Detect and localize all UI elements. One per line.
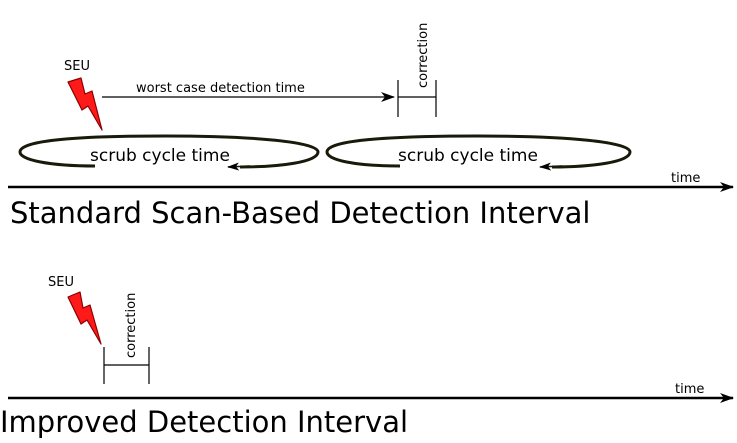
standard-seu-label: SEU (64, 59, 90, 74)
scrub-cycle-2: scrub cycle time (325, 134, 632, 171)
standard-section: SEU worst case detection time correction… (8, 23, 734, 230)
scrub-cycle-1-arrow (227, 162, 251, 171)
scrub-cycle-2-arrow (539, 162, 563, 171)
improved-seu-lightning-icon (67, 291, 102, 345)
standard-seu-lightning-icon (67, 77, 103, 131)
standard-section-title: Standard Scan-Based Detection Interval (10, 196, 590, 230)
scrub-cycle-2-label: scrub cycle time (398, 146, 538, 166)
improved-section: SEU correction time Improved Detection I… (0, 275, 734, 439)
standard-time-label: time (671, 171, 700, 186)
scrub-cycle-1: scrub cycle time (18, 134, 320, 171)
detection-time-label: worst case detection time (136, 81, 305, 96)
improved-time-label: time (675, 382, 704, 397)
scrub-cycle-2-loop (325, 134, 632, 169)
improved-seu-label: SEU (48, 275, 74, 290)
improved-section-title: Improved Detection Interval (0, 405, 408, 439)
scrub-cycle-1-loop (18, 134, 320, 169)
scrub-cycle-1-label: scrub cycle time (90, 146, 230, 166)
improved-correction-label: correction (124, 293, 139, 358)
standard-correction-label: correction (416, 23, 431, 88)
